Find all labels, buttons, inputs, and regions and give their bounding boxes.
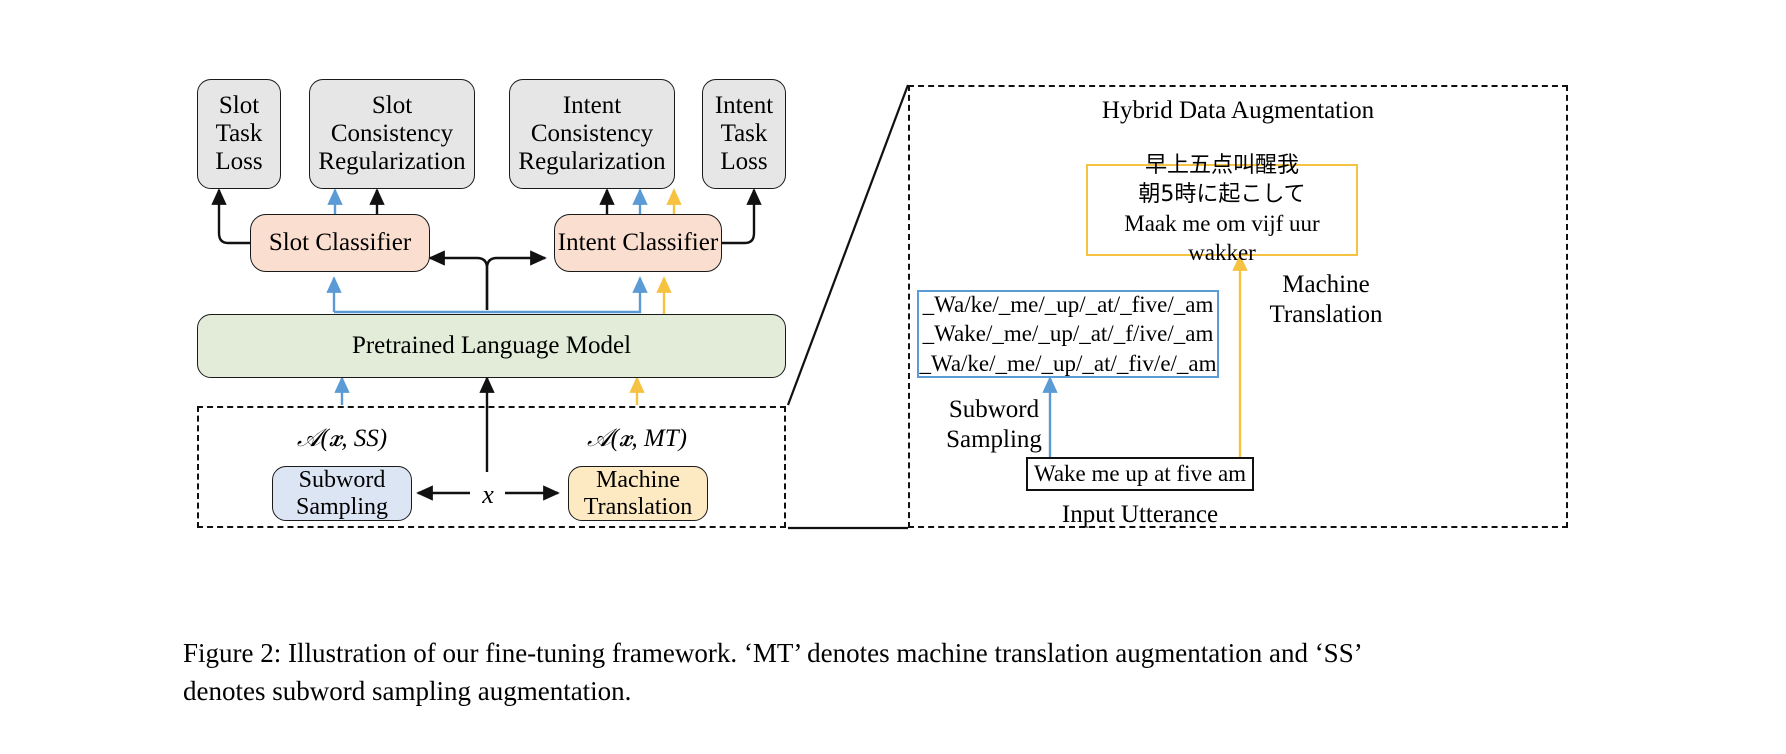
subword-sampling-line-1: Subword <box>298 466 386 493</box>
slot-task-loss-line-3: Loss <box>215 148 263 175</box>
intent-consistency-regularization-box: Intent Consistency Regularization <box>509 79 675 189</box>
pretrained-language-model-box: Pretrained Language Model <box>197 314 786 378</box>
input-utterance-text: Wake me up at five am <box>1033 461 1247 487</box>
translation-line-zh: 早上五点叫醒我 <box>1144 153 1299 179</box>
slot-classifier-label: Slot Classifier <box>268 229 412 256</box>
caption-line-1: Figure 2: Illustration of our fine-tunin… <box>183 638 1363 668</box>
edge-label-mt-line-1: Machine <box>1282 271 1370 298</box>
subword-output-box: _Wa/ke/_me/_up/_at/_five/_am _Wake/_me/_… <box>917 290 1219 378</box>
slot-task-loss-box: Slot Task Loss <box>197 79 281 189</box>
intent-task-loss-line-3: Loss <box>720 148 768 175</box>
subword-line-1: _Wa/ke/_me/_up/_at/_five/_am <box>922 291 1214 317</box>
slot-consistency-regularization-box: Slot Consistency Regularization <box>309 79 475 189</box>
translation-line-nl: Maak me om vijf uur wakker <box>1124 210 1320 266</box>
slot-cr-line-2: Consistency <box>330 120 454 147</box>
input-utterance-label: Input Utterance <box>1061 501 1219 528</box>
hybrid-augmentation-dashed-frame <box>908 85 1568 528</box>
intent-classifier-label: Intent Classifier <box>557 229 719 256</box>
caption-line-2: denotes subword sampling augmentation. <box>183 676 632 707</box>
slot-task-loss-line-2: Task <box>215 120 263 147</box>
edge-label-subword-sampling: Subword Sampling <box>930 395 1058 454</box>
slot-classifier-box: Slot Classifier <box>250 214 430 272</box>
hybrid-augmentation-title: Hybrid Data Augmentation <box>1101 97 1375 124</box>
intent-task-loss-line-2: Task <box>720 120 768 147</box>
figure-caption: Figure 2: Illustration of our fine-tunin… <box>183 634 1588 711</box>
slot-task-loss-line-1: Slot <box>218 92 260 119</box>
edge-label-mt-line-2: Translation <box>1269 300 1383 328</box>
subword-line-2: _Wake/_me/_up/_at/_f/ive/_am <box>922 321 1214 347</box>
aug-label-ss: 𝒜(𝒙, SS) <box>296 425 388 452</box>
intent-task-loss-line-1: Intent <box>714 92 774 119</box>
intent-cr-line-3: Regularization <box>518 148 666 175</box>
translation-line-ja: 朝5時に起こして <box>1138 181 1306 207</box>
intent-classifier-box: Intent Classifier <box>554 214 722 272</box>
input-utterance-box: Wake me up at five am <box>1026 457 1254 491</box>
intent-cr-line-2: Consistency <box>530 120 654 147</box>
translation-output-box: 早上五点叫醒我 朝5時に起こして Maak me om vijf uur wak… <box>1086 153 1358 265</box>
slot-cr-line-3: Regularization <box>318 148 466 175</box>
machine-translation-line-2: Translation <box>583 493 693 520</box>
subword-sampling-line-2: Sampling <box>295 493 388 520</box>
edge-label-machine-translation: Machine Translation <box>1258 270 1394 329</box>
plm-label: Pretrained Language Model <box>351 332 632 359</box>
intent-cr-line-1: Intent <box>562 92 622 119</box>
edge-label-ss-line-2: Sampling <box>946 425 1042 453</box>
edge-label-ss-line-1: Subword <box>948 396 1040 423</box>
intent-task-loss-box: Intent Task Loss <box>702 79 786 189</box>
input-symbol-x: x <box>482 480 494 509</box>
machine-translation-line-1: Machine <box>596 466 680 493</box>
aug-label-mt: 𝒜(𝒙, MT) <box>587 425 687 452</box>
subword-line-3: _Wa/ke/_me/_up/_at/_fiv/e/_am <box>919 350 1217 376</box>
subword-sampling-box: Subword Sampling <box>272 466 412 521</box>
augmentation-dashed-frame <box>197 406 786 528</box>
machine-translation-box: Machine Translation <box>568 466 708 521</box>
slot-cr-line-1: Slot <box>371 92 413 119</box>
